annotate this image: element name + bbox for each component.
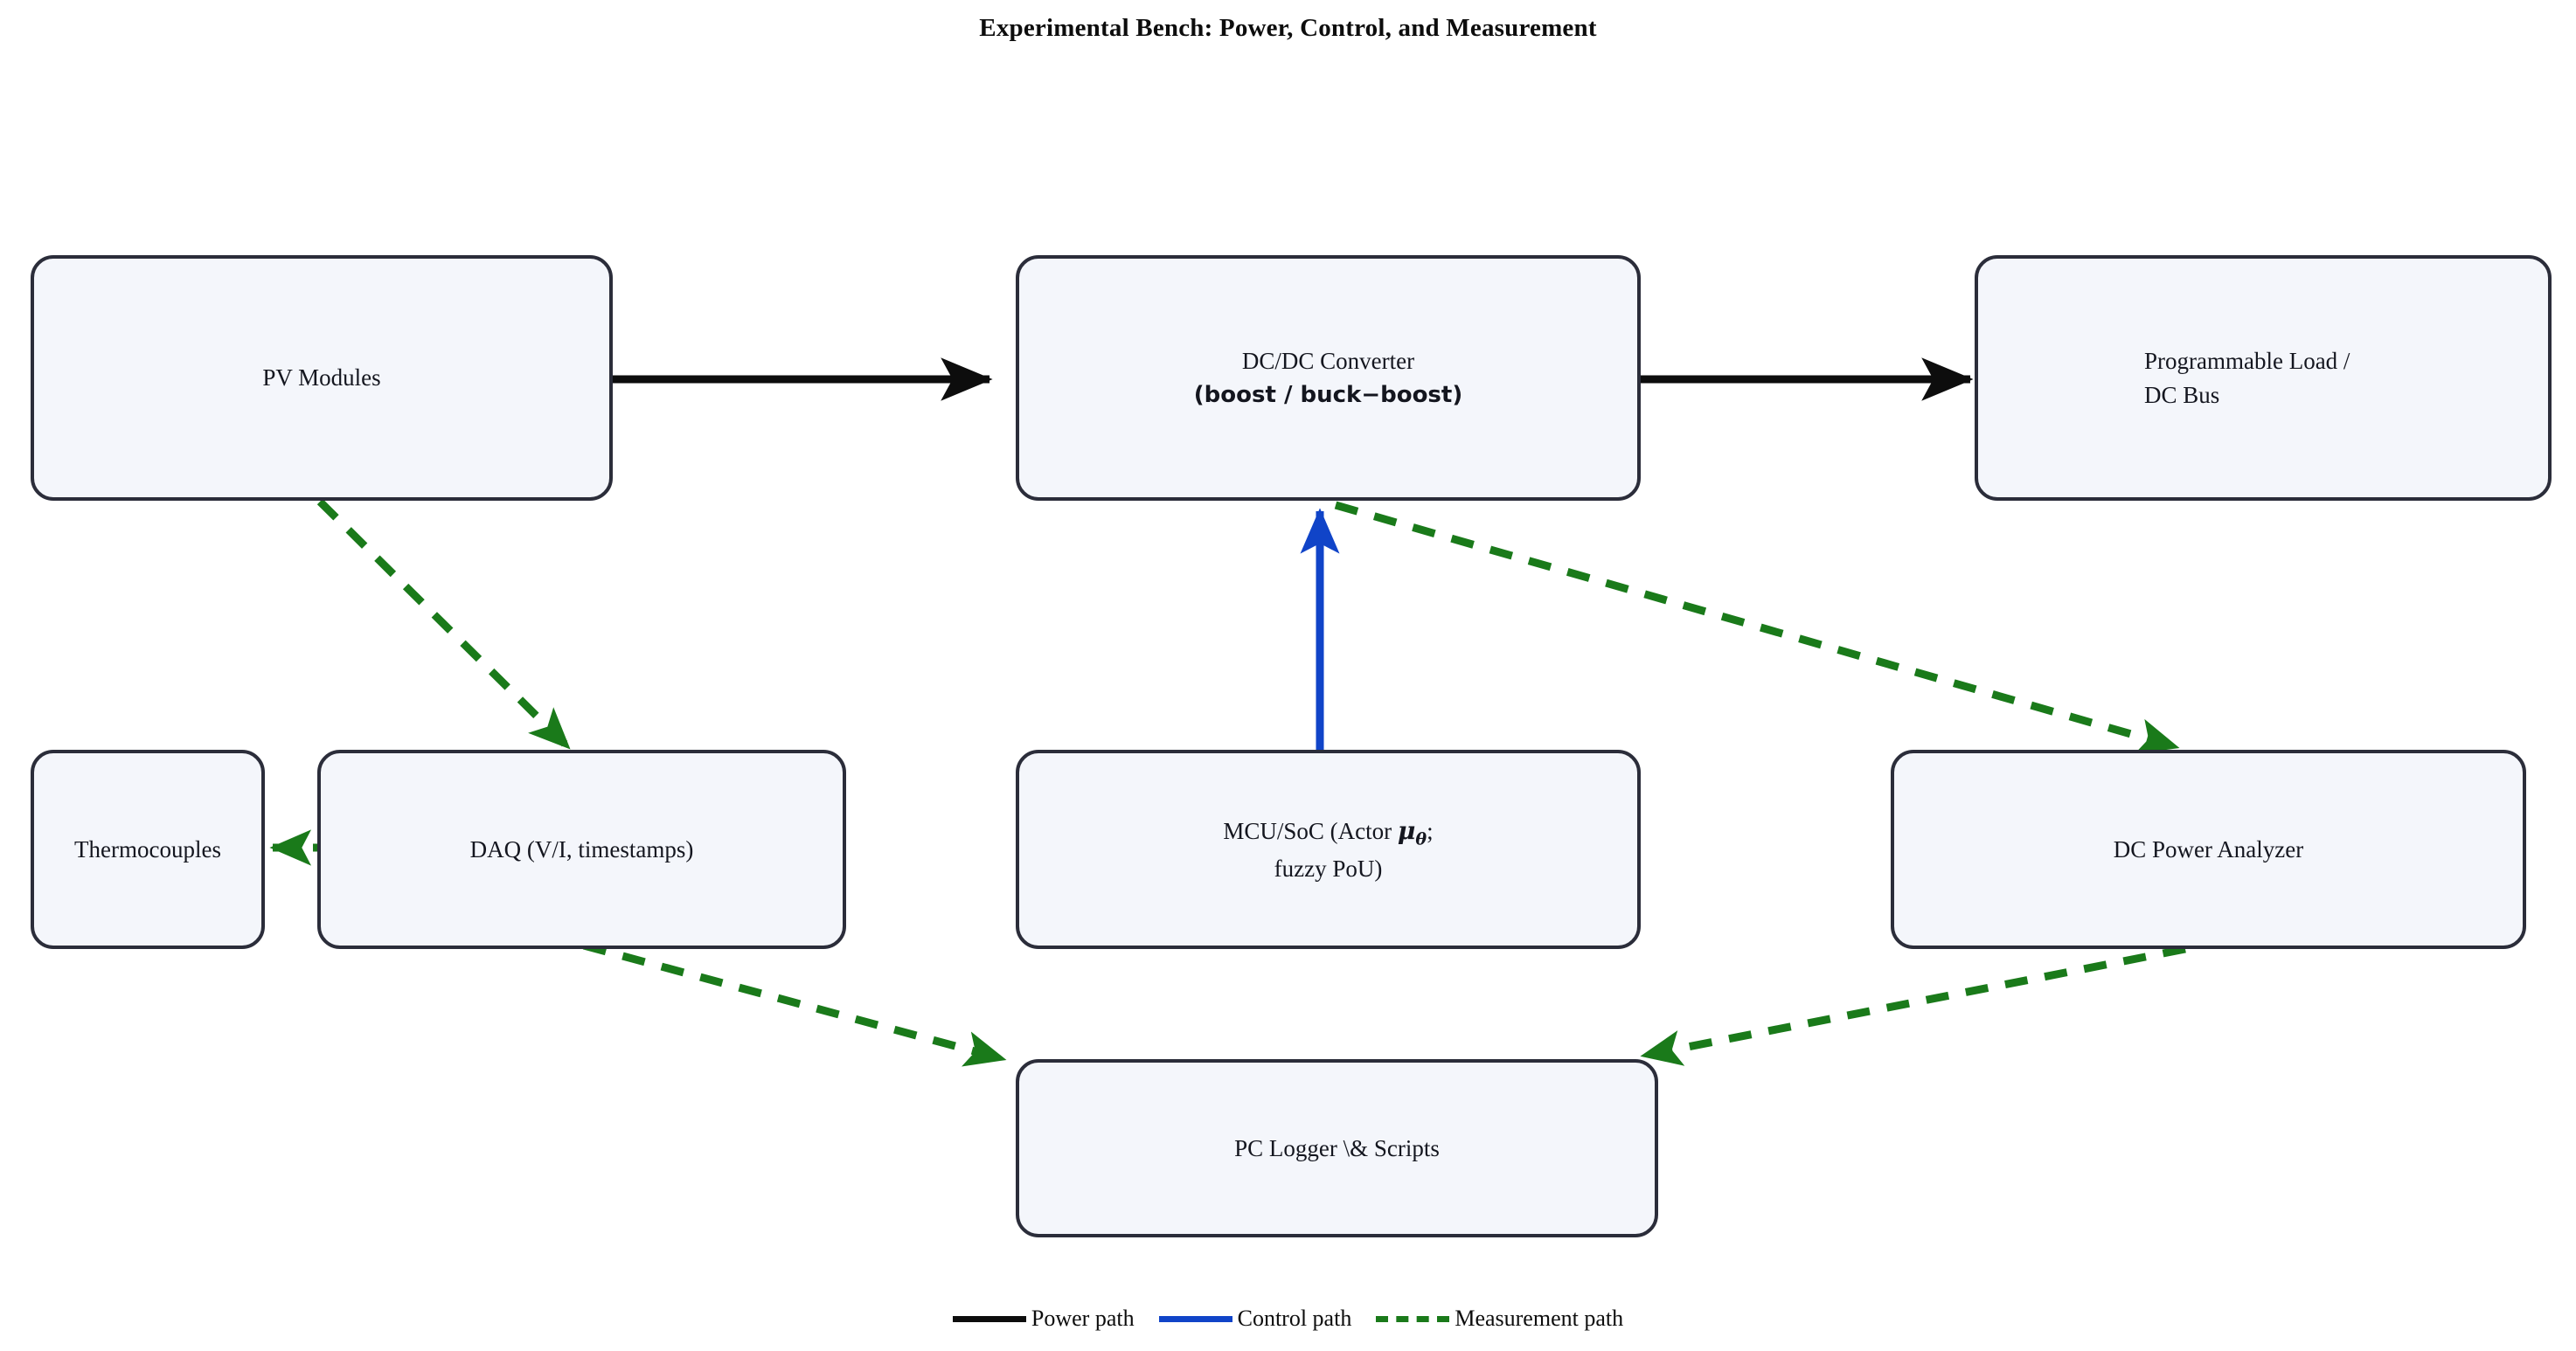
node-programmable-load[interactable]: Programmable Load / DC Bus [1975, 255, 2552, 501]
legend-label-measurement-path: Measurement path [1455, 1306, 1624, 1331]
edge-daq-to-pc-logger [582, 941, 1007, 1067]
legend-label-control-path: Control path [1237, 1306, 1352, 1331]
node-mcu-soc-label: MCU/SoC (Actor μθ; fuzzy PoU) [1207, 814, 1448, 885]
node-daq[interactable]: DAQ (V/I, timestamps) [317, 750, 846, 949]
legend-item-control-path: Control path [1158, 1306, 1352, 1332]
node-thermocouples[interactable]: Thermocouples [31, 750, 265, 949]
node-mcu-soc[interactable]: MCU/SoC (Actor μθ; fuzzy PoU) [1016, 750, 1641, 949]
node-programmable-load-label: Programmable Load / DC Bus [1978, 344, 2548, 412]
node-thermocouples-label: Thermocouples [74, 835, 221, 863]
measurement-path-line-icon [1376, 1315, 1450, 1322]
converter-line-2: (boost / buck−boost) [1193, 382, 1463, 409]
load-line-2: DC Bus [2144, 381, 2220, 408]
node-daq-label: DAQ (V/I, timestamps) [469, 835, 694, 863]
node-dc-power-analyzer-label: DC Power Analyzer [2113, 835, 2304, 863]
node-dc-power-analyzer[interactable]: DC Power Analyzer [1891, 750, 2526, 949]
legend: Power path Control path Measurement path [0, 1306, 2576, 1332]
node-pv-modules[interactable]: PV Modules [31, 255, 613, 501]
legend-item-measurement-path: Measurement path [1376, 1306, 1623, 1332]
mcu-mu-symbol: μθ [1397, 816, 1427, 849]
edge-converter-to-analyzer [1334, 501, 2180, 754]
node-pv-modules-label: PV Modules [262, 364, 381, 391]
node-dc-dc-converter-label: DC/DC Converter (boost / buck−boost) [1178, 344, 1478, 412]
mu-subscript: θ [1415, 829, 1427, 849]
page-title: Experimental Bench: Power, Control, and … [979, 14, 1597, 42]
power-path-line-icon [952, 1315, 1026, 1322]
load-line-1: Programmable Load / [2144, 348, 2350, 375]
edge-analyzer-to-pc-logger [1640, 945, 2186, 1066]
legend-item-power-path: Power path [952, 1306, 1135, 1332]
legend-label-power-path: Power path [1031, 1306, 1135, 1331]
control-path-line-icon [1158, 1315, 1232, 1322]
node-dc-dc-converter[interactable]: DC/DC Converter (boost / buck−boost) [1016, 255, 1641, 501]
mcu-line-1-suffix: ; [1427, 818, 1434, 845]
node-pc-logger[interactable]: PC Logger \& Scripts [1016, 1059, 1658, 1237]
mu-glyph: μ [1397, 816, 1416, 846]
converter-line-1: DC/DC Converter [1241, 347, 1415, 374]
edge-pv-to-daq [316, 498, 572, 751]
mcu-line-1-prefix: MCU/SoC (Actor [1223, 818, 1398, 845]
mcu-line-2: fuzzy PoU) [1274, 855, 1383, 882]
node-pc-logger-label: PC Logger \& Scripts [1234, 1134, 1440, 1161]
